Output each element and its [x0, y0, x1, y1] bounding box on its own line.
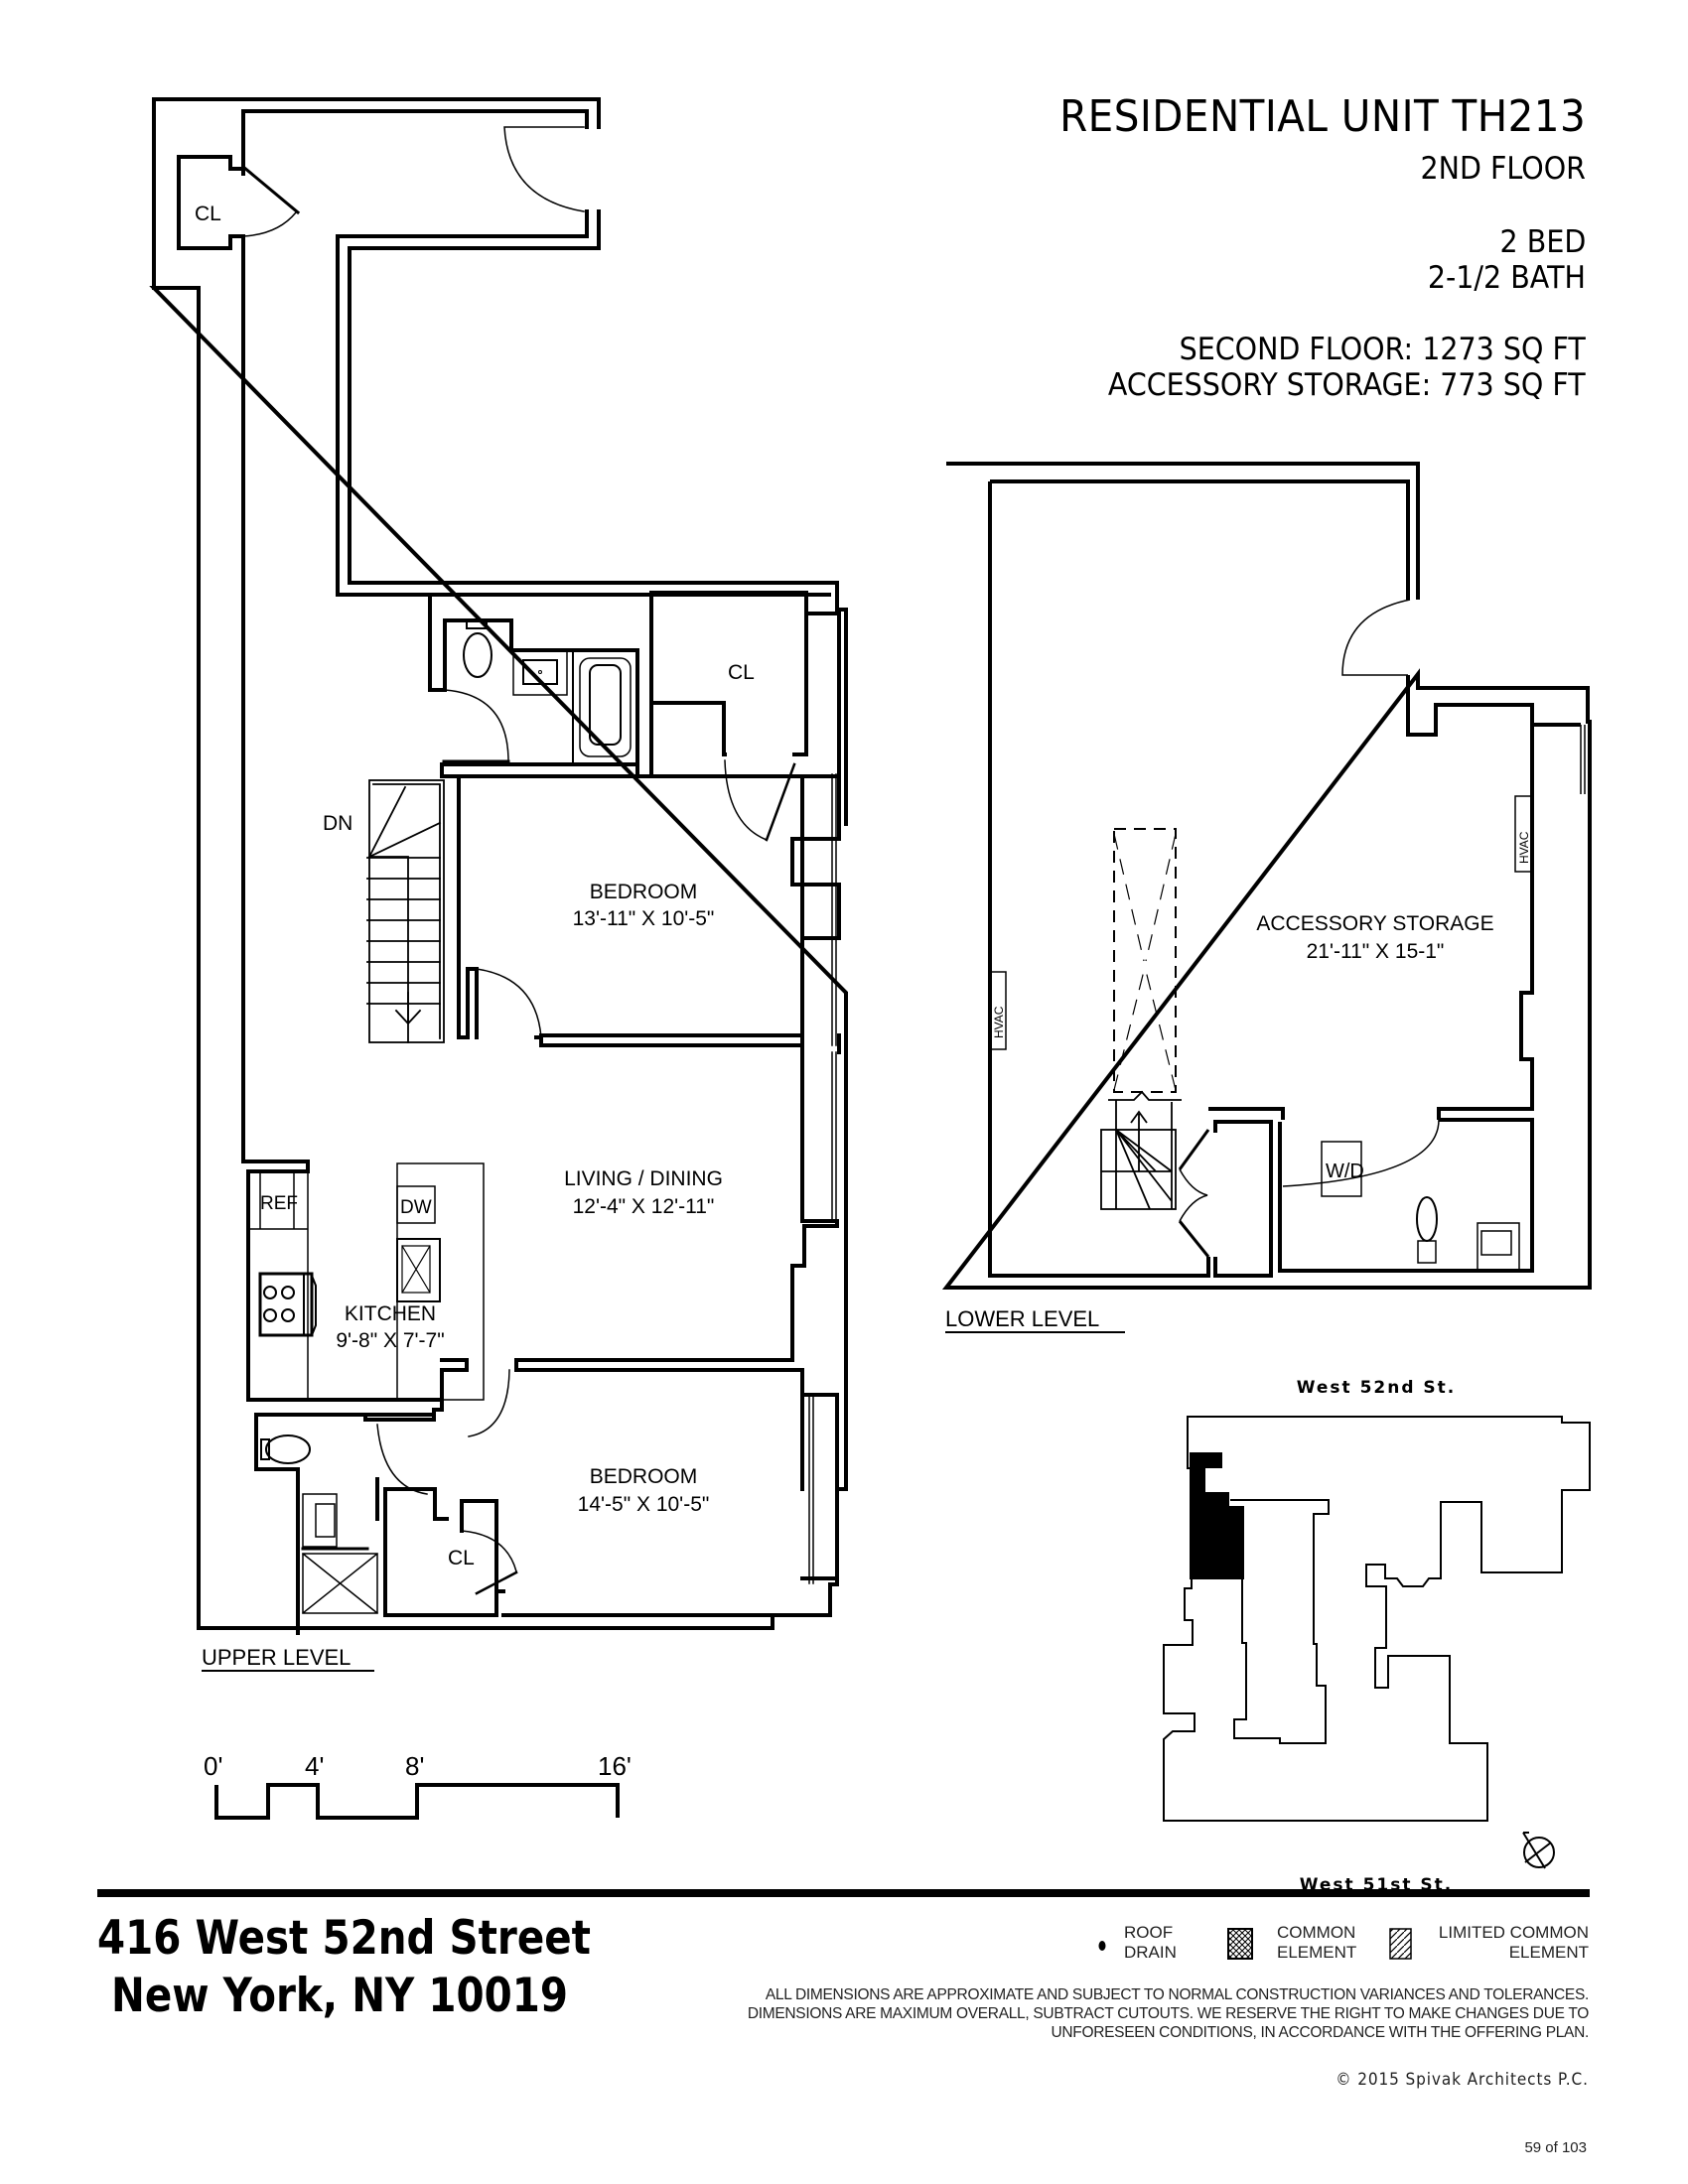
- floor-label: 2ND FLOOR: [1420, 151, 1586, 187]
- window-living: [831, 1051, 837, 1222]
- bedroom2-dims: 14'-5" X 10'-5": [578, 1493, 710, 1516]
- storage-name: ACCESSORY STORAGE: [1256, 912, 1493, 935]
- bath2-fixtures: [260, 1434, 379, 1615]
- window-bedroom2: [808, 1394, 814, 1584]
- page-number: 59 of 103: [1524, 2139, 1587, 2156]
- toilet-icon: [260, 1434, 311, 1464]
- hvac-unit: [1514, 795, 1532, 873]
- entry-closet: [177, 155, 245, 250]
- crosshatch-icon: [1227, 1928, 1253, 1960]
- lower-level-label: LOWER LEVEL: [945, 1306, 1099, 1331]
- north-street-label: West 52nd St.: [1297, 1378, 1457, 1398]
- upper-level-labels: CL CL DN BEDROOM 13'-11" X 10'-5" LIVING…: [195, 203, 755, 1672]
- second-floor-area: SECOND FLOOR: 1273 SQ FT: [1179, 332, 1586, 367]
- scale-tick-16: 16': [598, 1751, 632, 1781]
- unit-title: RESIDENTIAL UNIT TH213: [1058, 91, 1586, 142]
- living-dining-dims: 12'-4" X 12'-11": [573, 1195, 715, 1218]
- hvac-label: HVAC: [992, 1006, 1006, 1038]
- copyright: © 2015 Spivak Architects P.C.: [1336, 2070, 1589, 2090]
- diagonal-hatch-icon: [1389, 1928, 1412, 1960]
- closet-label: CL: [195, 203, 221, 225]
- storage-dims: 21'-11" X 15-1": [1307, 940, 1445, 963]
- scale-tick-0: 0': [204, 1751, 222, 1781]
- bath-count: 2-1/2 BATH: [1427, 260, 1586, 296]
- stair-dn-label: DN: [323, 812, 352, 835]
- legend-common-element: COMMON ELEMENT: [1277, 1923, 1357, 1962]
- stairs-up: [1100, 1090, 1182, 1210]
- lower-level-plan: [941, 462, 1592, 1290]
- bedroom1-dims: 13'-11" X 10'-5": [573, 907, 715, 930]
- header-divider: [97, 1889, 1590, 1897]
- hvac-label: HVAC: [1517, 831, 1531, 864]
- bathtub-icon: [572, 649, 638, 765]
- legend-roof-drain: ROOF DRAIN: [1124, 1923, 1177, 1962]
- address-line-2: New York, NY 10019: [111, 1969, 569, 2023]
- roof-drain-dot-icon: [1098, 1941, 1106, 1951]
- unit-location-highlight: [1190, 1452, 1244, 1579]
- washer-dryer-label: W/D: [1326, 1160, 1364, 1182]
- scale-tick-8: 8': [405, 1751, 424, 1781]
- closet-label: CL: [448, 1547, 475, 1570]
- toilet-icon: [463, 619, 492, 678]
- living-dining-name: LIVING / DINING: [564, 1167, 723, 1190]
- refrigerator-label: REF: [260, 1193, 298, 1214]
- disclaimer-text: ALL DIMENSIONS ARE APPROXIMATE AND SUBJE…: [747, 1986, 1589, 2041]
- legend-limited-common-element: LIMITED COMMON ELEMENT: [1438, 1923, 1589, 1962]
- stairs-down: [366, 779, 445, 1043]
- bed-count: 2 BED: [1499, 224, 1586, 260]
- window-bedroom1: [831, 773, 837, 1046]
- upper-level-label: UPPER LEVEL: [202, 1645, 351, 1670]
- closet-label: CL: [728, 661, 755, 684]
- bedroom1-name: BEDROOM: [590, 881, 698, 903]
- kitchen-dims: 9'-8" X 7'-7": [336, 1329, 444, 1352]
- storage-area: ACCESSORY STORAGE: 773 SQ FT: [1108, 367, 1586, 403]
- scale-tick-4: 4': [305, 1751, 324, 1781]
- legend-icons: [1098, 1928, 1412, 1960]
- lower-level-labels: ACCESSORY STORAGE 21'-11" X 15-1" W/D HV…: [945, 831, 1531, 1333]
- hvac-unit: [989, 971, 1007, 1050]
- scale-bar: 0' 4' 8' 16': [204, 1751, 632, 1820]
- upper-level-plan: [149, 97, 848, 1635]
- bedroom1-closet: [649, 591, 808, 778]
- dishwasher-label: DW: [400, 1197, 432, 1218]
- upper-inner-wall: [241, 109, 831, 597]
- sink-icon: [512, 649, 568, 696]
- address-line-1: 416 West 52nd Street: [97, 1911, 592, 1966]
- key-plan: West 52nd St. West 51st St.: [1163, 1378, 1591, 1895]
- north-arrow-icon: [1522, 1832, 1555, 1869]
- kitchen-name: KITCHEN: [345, 1302, 436, 1325]
- bedroom2-name: BEDROOM: [590, 1465, 698, 1488]
- bedroom2-walls: [254, 1368, 444, 1635]
